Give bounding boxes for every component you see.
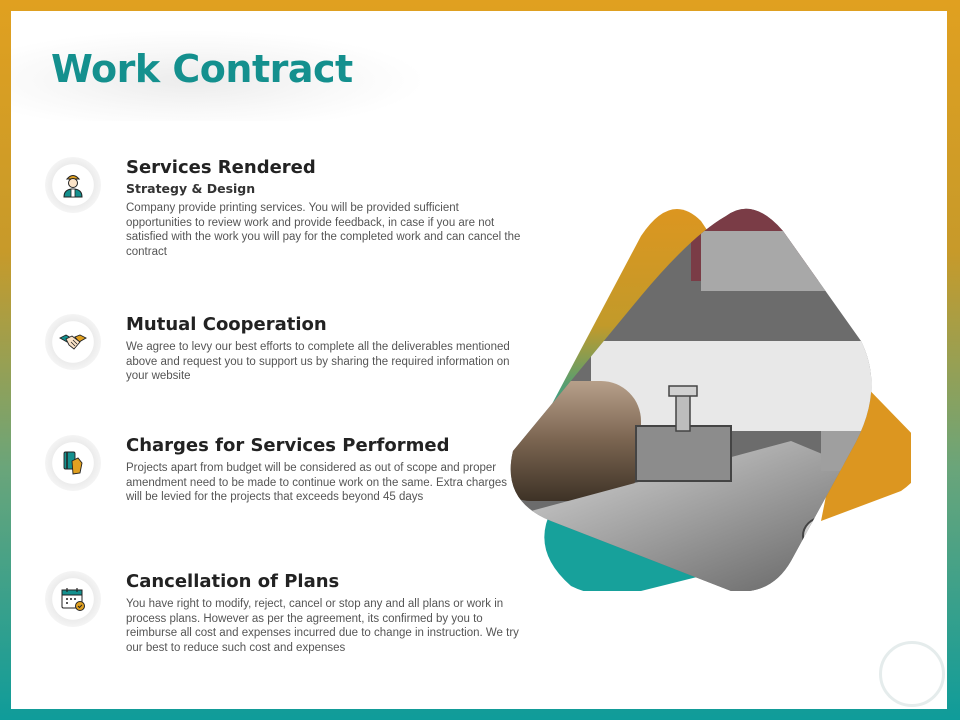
calendar-icon bbox=[45, 571, 101, 627]
printing-machine-photo bbox=[510, 208, 911, 591]
cancellation-body: You have right to modify, reject, cancel… bbox=[126, 598, 519, 654]
credit-card-hand-icon bbox=[45, 435, 101, 491]
services-rendered-subheading: Strategy & Design bbox=[126, 181, 256, 196]
slide: Work Contract Services Rendered Strategy… bbox=[11, 11, 947, 709]
services-rendered-body: Company provide printing services. You w… bbox=[126, 202, 521, 258]
services-rendered-heading: Services Rendered bbox=[126, 157, 316, 178]
mutual-cooperation-heading: Mutual Cooperation bbox=[126, 314, 327, 335]
cancellation-heading: Cancellation of Plans bbox=[126, 571, 340, 592]
brush-stroke-decoration bbox=[11, 31, 421, 121]
handshake-icon bbox=[45, 314, 101, 370]
corner-decoration bbox=[879, 641, 945, 707]
charges-heading: Charges for Services Performed bbox=[126, 435, 450, 456]
worker-icon bbox=[45, 157, 101, 213]
mutual-cooperation-body: We agree to levy our best efforts to com… bbox=[126, 341, 510, 382]
charges-body: Projects apart from budget will be consi… bbox=[126, 462, 507, 503]
page-title: Work Contract bbox=[51, 47, 353, 91]
